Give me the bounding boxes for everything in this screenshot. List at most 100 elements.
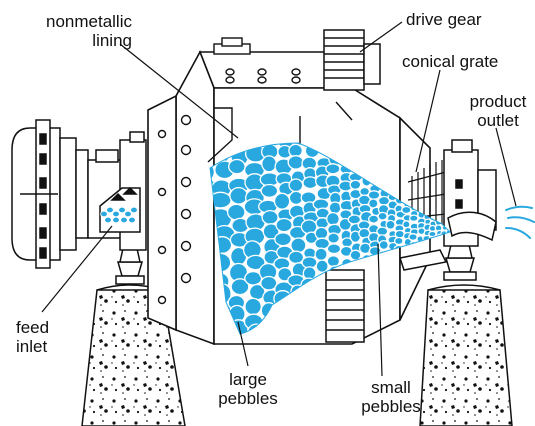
pebble: [417, 328, 424, 334]
pebble: [417, 303, 423, 310]
pebble: [436, 163, 442, 168]
feed-trunnion: [88, 132, 146, 250]
pebble: [402, 207, 411, 214]
pebble: [435, 147, 441, 153]
pebble: [291, 238, 306, 253]
label-product-outlet-line1: product: [462, 92, 534, 111]
pebble: [395, 238, 403, 245]
pebble: [261, 185, 277, 198]
pebble: [350, 180, 361, 189]
pebble: [275, 193, 290, 209]
label-feed-inlet-line2: inlet: [16, 337, 49, 356]
pebble: [402, 316, 411, 324]
pebble: [431, 278, 437, 284]
pebble: [411, 320, 419, 326]
pebble: [386, 220, 395, 229]
pebble: [436, 137, 442, 143]
pebble: [423, 273, 431, 279]
pebble: [327, 256, 339, 267]
drive-gear-lower: [326, 270, 364, 342]
pebble: [430, 282, 437, 287]
pebble: [377, 227, 388, 235]
pebble: [230, 188, 248, 204]
pebble: [377, 333, 388, 341]
pebble: [315, 248, 327, 260]
feed-pebble: [121, 217, 128, 223]
pebble: [436, 141, 442, 147]
pebble: [409, 234, 417, 241]
feed-pebble: [129, 217, 136, 223]
label-drive-gear: drive gear: [406, 10, 482, 29]
pebble: [416, 292, 424, 298]
pebble: [327, 213, 340, 226]
feed-pebble: [105, 217, 112, 223]
pebble: [409, 307, 418, 313]
pebble: [429, 268, 436, 273]
pebble: [404, 335, 412, 342]
pebble: [436, 187, 441, 192]
label-large-pebbles-line2: pebbles: [208, 389, 288, 408]
pebble: [289, 179, 303, 192]
drive-gear: [324, 30, 380, 90]
label-feed-inlet-line1: feed: [16, 318, 49, 337]
pebble: [436, 269, 442, 274]
pebble: [425, 280, 431, 287]
shell-top-bracket: [214, 38, 250, 54]
pebble: [442, 141, 448, 146]
pebble: [437, 274, 443, 280]
label-large-pebbles-line1: large: [208, 370, 288, 389]
pebble: [417, 309, 425, 315]
pebble: [445, 138, 452, 143]
pebble: [368, 191, 379, 199]
pebble: [387, 329, 396, 338]
pebble: [369, 215, 379, 223]
label-conical-grate: conical grate: [402, 52, 498, 71]
pebble: [430, 240, 437, 247]
feed-pebble: [125, 211, 132, 217]
pebble: [404, 323, 411, 330]
pebble: [288, 156, 303, 169]
pebble: [441, 138, 447, 143]
pebble: [411, 295, 419, 303]
pebble: [429, 138, 437, 144]
pebble: [412, 302, 419, 309]
feed-pebble: [119, 207, 126, 213]
pebble: [410, 314, 417, 320]
pebble: [350, 250, 361, 260]
label-feed-inlet: feed inlet: [16, 318, 49, 356]
feed-drum: [12, 120, 88, 268]
pebble: [430, 153, 437, 159]
pebble: [416, 315, 425, 321]
pebble: [245, 298, 261, 315]
pebble: [419, 332, 426, 339]
label-drive-gear-text: drive gear: [406, 10, 482, 29]
pebble: [262, 156, 277, 172]
pebble: [430, 271, 436, 278]
pebble: [417, 298, 424, 305]
label-small-pebbles-line2: pebbles: [356, 397, 426, 416]
pebble: [397, 332, 405, 340]
label-product-outlet-line2: outlet: [462, 111, 534, 130]
pebble: [436, 153, 442, 158]
pebble: [410, 331, 418, 338]
label-small-pebbles-line1: small: [356, 378, 426, 397]
pebble: [327, 244, 340, 254]
label-large-pebbles: large pebbles: [208, 370, 288, 408]
label-nonmetallic-lining: nonmetallic lining: [10, 12, 132, 50]
pebble: [430, 162, 436, 168]
feed-pebble: [113, 217, 120, 223]
pebble: [326, 164, 340, 174]
pebble: [229, 160, 245, 174]
feed-pebble: [131, 207, 138, 213]
pebble: [378, 212, 387, 220]
pebble: [315, 227, 328, 239]
pebble: [410, 326, 417, 332]
pebble: [275, 233, 291, 246]
pebble: [379, 241, 388, 250]
feed-pebble: [107, 207, 114, 213]
pebble: [404, 329, 412, 336]
pebble: [418, 286, 425, 292]
pebble: [419, 322, 426, 328]
pebble: [289, 144, 302, 157]
